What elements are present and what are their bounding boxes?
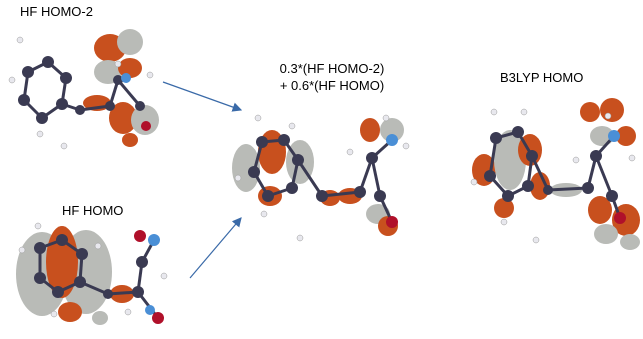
label-b3lyp-homo: B3LYP HOMO [500, 70, 584, 85]
arrow-homo-to-mix [189, 217, 242, 279]
label-mixture: 0.3*(HF HOMO-2) + 0.6*(HF HOMO) [252, 60, 412, 94]
label-hf-homo-2: HF HOMO-2 [20, 4, 93, 19]
label-mixture-line2: + 0.6*(HF HOMO) [279, 78, 385, 93]
label-mixture-line1: 0.3*(HF HOMO-2) [279, 61, 385, 76]
arrow-homo2-to-mix [162, 81, 243, 112]
label-hf-homo: HF HOMO [62, 203, 124, 218]
